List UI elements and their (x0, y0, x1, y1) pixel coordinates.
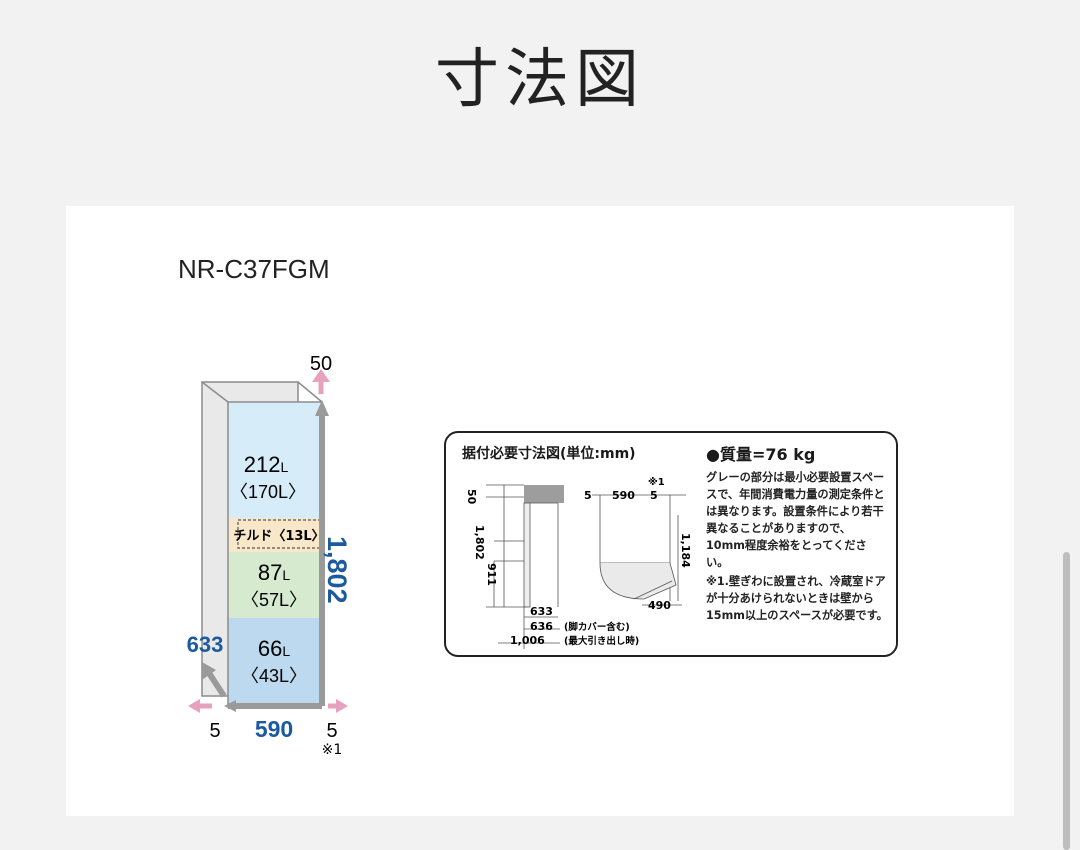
right-clearance-label: 5 (326, 720, 337, 742)
freezer-storage: 〈170L〉 (230, 482, 306, 502)
install-info-box: 据付必要寸法図(単位:mm) ●質量=76 kg グレーの部分は最小必要設置スペ… (444, 431, 898, 657)
install-drawing: 50 1,802 911 633 636 (脚カバー含む) 1,006 (最大引… (465, 476, 692, 649)
side-d3-label: 1,006 (510, 634, 545, 647)
freezer-volume: 212L (244, 452, 289, 477)
left-clearance-label: 5 (209, 720, 220, 742)
vegetable-volume: 87L (258, 560, 290, 585)
bottom-volume: 66L (258, 636, 290, 661)
weight-label: ●質量=76 kg (706, 445, 816, 464)
chilled-compartment (228, 518, 322, 552)
side-d3-note: (最大引き出し時) (564, 635, 639, 647)
install-title: 据付必要寸法図(単位:mm) (462, 446, 636, 462)
scrollbar[interactable] (1063, 552, 1070, 850)
side-top-label: 50 (465, 489, 478, 505)
vegetable-storage: 〈57L〉 (241, 590, 307, 610)
depth-label: 633 (187, 632, 224, 657)
bottom-compartment (228, 618, 322, 704)
height-label: 1,802 (322, 536, 352, 604)
top-door-label: 490 (648, 599, 671, 612)
freezer-compartment (228, 402, 322, 518)
dimension-card: NR-C37FGM 212L 〈170L〉 チルド〈13L〉 87L (66, 206, 1014, 816)
top-depth-label: 1,184 (679, 533, 692, 568)
width-label: 590 (255, 716, 293, 742)
note-mark: ※1 (322, 742, 343, 758)
top-right-label: 5 (650, 489, 658, 502)
bottom-storage: 〈43L〉 (241, 666, 307, 686)
top-note-mark: ※1 (648, 476, 665, 488)
top-clearance-label: 50 (310, 353, 332, 375)
chilled-label: チルド〈13L〉 (233, 528, 324, 544)
vegetable-compartment (228, 552, 322, 618)
side-d1-label: 633 (530, 605, 553, 618)
side-height-label: 1,802 (473, 525, 486, 560)
install-note: ※1.壁ぎわに設置され、冷蔵室ドアが十分あけられないときは壁から15mm以上のス… (706, 575, 888, 622)
page-title: 寸法図 (435, 43, 645, 117)
side-d2-label: 636 (530, 620, 553, 633)
fridge-diagram: 212L 〈170L〉 チルド〈13L〉 87L 〈57L〉 66L 〈43L〉… (187, 353, 352, 758)
install-note: グレーの部分は最小必要設置スペースで、年間消費電力量の測定条件とは異なります。設… (706, 471, 885, 569)
side-mid-label: 911 (485, 563, 498, 586)
top-left-label: 5 (584, 489, 592, 502)
top-width-label: 590 (612, 489, 635, 502)
model-number: NR-C37FGM (178, 254, 330, 284)
install-notes: グレーの部分は最小必要設置スペースで、年間消費電力量の測定条件とは異なります。設… (706, 469, 888, 626)
side-d2-note: (脚カバー含む) (564, 621, 630, 633)
